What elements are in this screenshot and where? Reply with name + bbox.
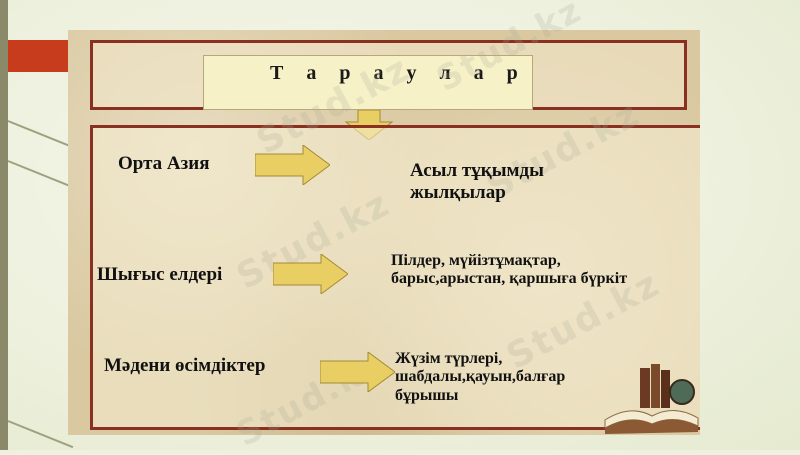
row-3-right-label: Жүзім түрлері, шабдалы,қауын,балғар бұры… <box>395 350 566 404</box>
row-2-left-label: Шығыс елдері <box>97 264 223 285</box>
content-frame <box>90 125 700 430</box>
row-1-right-label: Асыл тұқымды жылқылар <box>410 160 544 203</box>
right-arrow-icon <box>320 352 395 392</box>
right-arrow-icon <box>273 254 348 294</box>
slide-title: Т а р а у л а р <box>270 62 527 84</box>
title-box: Т а р а у л а р <box>203 55 533 110</box>
accent-rectangle <box>8 40 68 72</box>
row-3-left-label: Мәдени өсімдіктер <box>104 355 266 376</box>
left-side-bar <box>0 0 8 450</box>
row-2-right-label: Пілдер, мүйізтұмақтар, барыс,арыстан, қа… <box>391 252 628 288</box>
books-icon <box>604 364 699 434</box>
row-1-left-label: Орта Азия <box>118 153 210 174</box>
right-arrow-icon <box>255 145 330 185</box>
